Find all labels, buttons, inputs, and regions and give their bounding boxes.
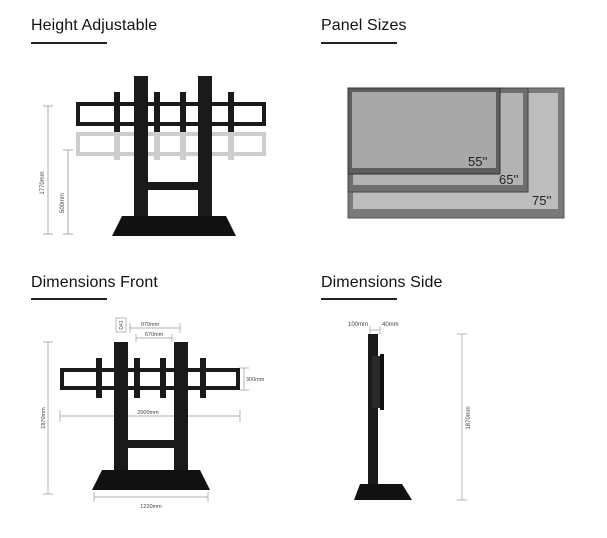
label-970mm: 970mm [141,322,160,328]
size-label-55: 55'' [468,154,487,169]
underline-dimensions-side [321,298,397,300]
label-d41: D41 [119,320,125,329]
size-label-65: 65'' [499,172,518,187]
title-dimensions-front: Dimensions Front [31,274,158,291]
title-height-adjustable: Height Adjustable [31,17,158,34]
image-dimensions-side: 100mm 40mm 1870mm [336,314,486,514]
underline-dimensions-front [31,298,107,300]
label-670mm: 670mm [145,332,164,338]
label-1220mm: 1220mm [140,504,162,510]
label-1870mm-front: 1870mm [41,407,47,429]
label-1770mm: 1770mm [40,171,46,194]
label-300mm: 300mm [246,377,265,383]
title-dimensions-side: Dimensions Side [321,274,443,291]
image-dimensions-front: D41 970mm 670mm 1870mm 300mm 2000mm 1220… [38,314,276,514]
image-panel-sizes: 55'' 65'' 75'' [340,80,566,222]
image-height-adjustable: 1770mm 500mm [34,58,284,250]
title-panel-sizes: Panel Sizes [321,17,407,34]
label-500mm: 500mm [60,193,66,213]
label-2000mm: 2000mm [137,410,159,416]
label-40mm: 40mm [382,322,399,328]
label-100mm: 100mm [348,322,368,328]
size-label-75: 75'' [532,193,551,208]
underline-panel-sizes [321,42,397,44]
label-1870mm-side: 1870mm [466,406,472,429]
underline-height-adjustable [31,42,107,44]
